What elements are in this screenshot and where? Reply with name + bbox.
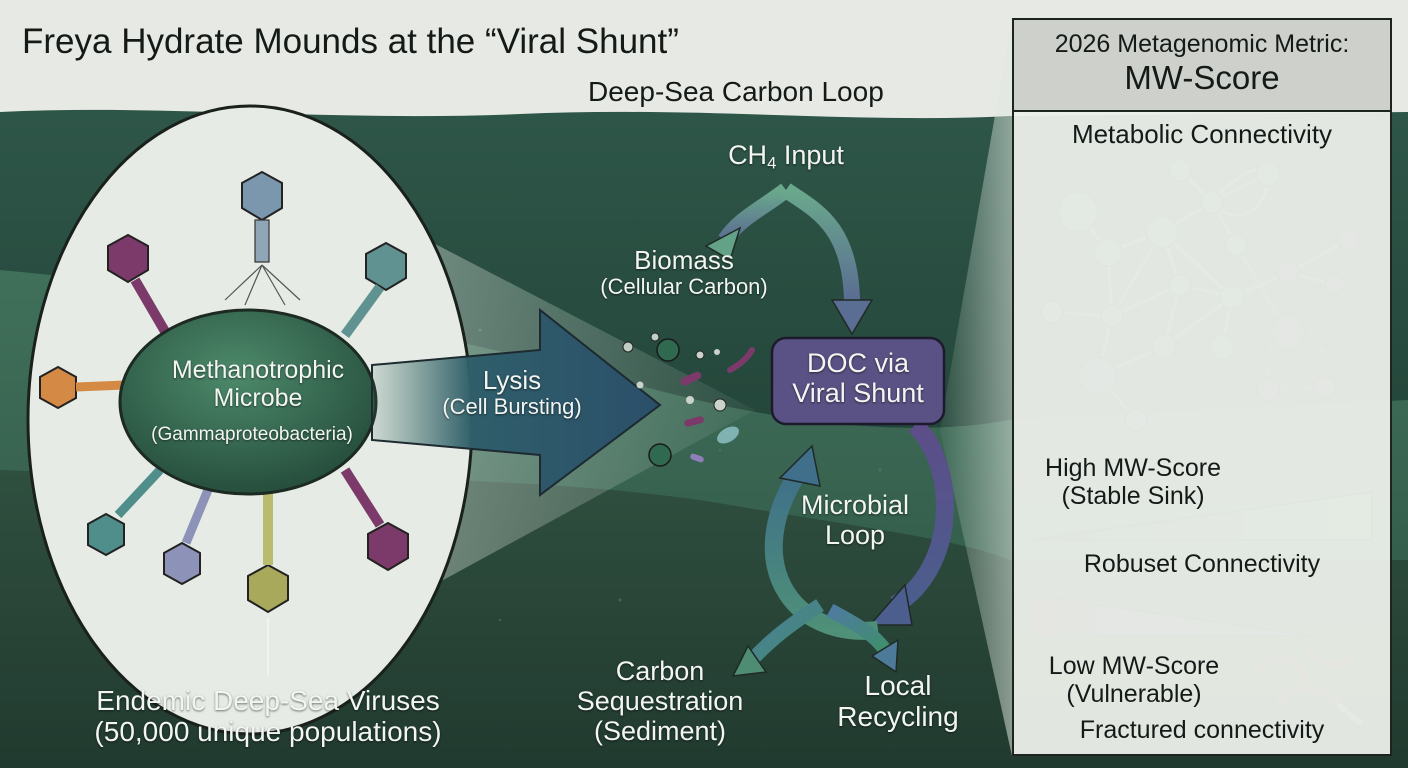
microbe-name-line2: Microbe (213, 384, 303, 412)
biomass-label-line1: Biomass (634, 245, 734, 275)
doc-label: DOC via Viral Shunt (792, 348, 924, 408)
lysis-label-line1: Lysis (482, 365, 542, 395)
microbial-loop-line1: Microbial (800, 490, 910, 520)
local-recycling-line1: Local (864, 670, 932, 701)
panel-title-line2: MW-Score (1124, 59, 1280, 96)
lysis-arrow (371, 307, 662, 497)
released-particles (622, 332, 755, 467)
carbon-seq-line1: Carbon (615, 656, 705, 686)
microbe-name: Methanotrophic Microbe (172, 356, 344, 412)
ch4-prefix: CH (728, 140, 768, 170)
low-score-label: Low MW-Score (Vulnerable) (1049, 652, 1219, 708)
ch4-input-label: CH4 Input (728, 140, 844, 173)
microbe-name-line1: Methanotrophic (171, 356, 345, 384)
viruses-label-line2: (50,000 unique populations) (94, 716, 442, 748)
fractured-connectivity-label: Fractured connectivity (1079, 716, 1325, 744)
network-label: Metabolic Connectivity (1071, 119, 1333, 149)
panel-connector (940, 18, 1012, 756)
high-score-label: High MW-Score (Stable Sink) (1045, 454, 1221, 510)
mw-score-panel (1012, 18, 1392, 756)
page-title: Freya Hydrate Mounds at the “Viral Shunt… (22, 22, 679, 61)
high-score-line1: High MW-Score (1045, 454, 1221, 482)
doc-label-line1: DOC via (806, 348, 909, 378)
low-score-line2: (Vulnerable) (1066, 680, 1202, 708)
doc-label-line2: Viral Shunt (792, 378, 924, 409)
ch4-subscript: 4 (767, 153, 777, 173)
robust-connectivity-label: Robuset Connectivity (1083, 550, 1321, 578)
biomass-label-line2: (Cellular Carbon) (600, 274, 768, 300)
viruses-label-line1: Endemic Deep-Sea Viruses (96, 685, 440, 716)
high-score-line2: (Stable Sink) (1061, 482, 1205, 510)
biomass-label: Biomass (Cellular Carbon) (600, 245, 768, 300)
microbial-loop (731, 418, 954, 677)
panel-header (1014, 20, 1390, 112)
local-recycling-line2: Recycling (837, 701, 959, 733)
virus-group (39, 170, 409, 675)
carbon-sequestration-label: Carbon Sequestration (Sediment) (577, 656, 744, 747)
microbe-taxon: (Gammaproteobacteria) (151, 424, 353, 445)
viruses-label: Endemic Deep-Sea Viruses (50,000 unique … (94, 685, 441, 748)
carbon-seq-line2: Sequestration (576, 686, 744, 717)
microbial-loop-label: Microbial Loop (801, 490, 909, 550)
microbial-loop-line2: Loop (824, 520, 886, 551)
lysis-label-line2: (Cell Bursting) (442, 394, 582, 420)
lysis-label: Lysis (Cell Bursting) (442, 365, 582, 420)
ch4-arrow (704, 183, 874, 336)
page-subtitle: Deep-Sea Carbon Loop (588, 76, 884, 107)
low-score-line1: Low MW-Score (1048, 652, 1220, 680)
doc-box (770, 336, 946, 426)
carbon-seq-line3: (Sediment) (593, 716, 727, 747)
panel-title-line1: 2026 Metagenomic Metric: (1054, 30, 1350, 58)
ch4-suffix: Input (776, 140, 844, 170)
local-recycling-label: Local Recycling (837, 670, 958, 733)
